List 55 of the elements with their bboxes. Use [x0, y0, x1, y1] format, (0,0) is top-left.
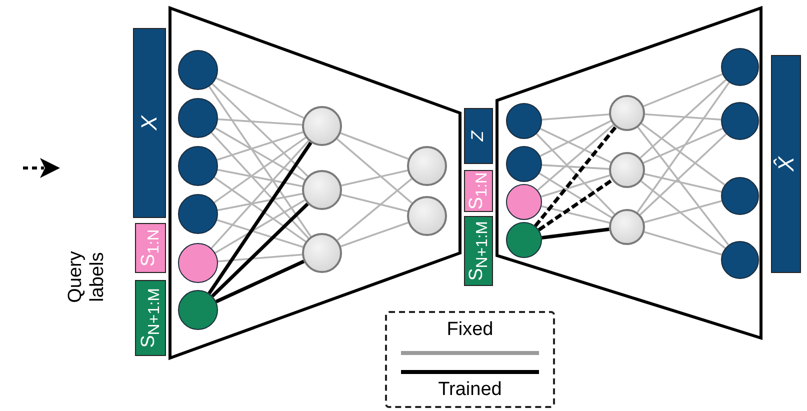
connection-line [217, 168, 303, 188]
connection-line [542, 114, 610, 120]
connection-line [540, 128, 612, 164]
connection-line [537, 124, 614, 191]
connection-line [644, 173, 722, 193]
connection-line [340, 222, 408, 248]
label-bar: X̂ [771, 55, 801, 273]
connection-line [214, 176, 306, 242]
connection-line [208, 142, 312, 294]
connection-line [637, 126, 730, 246]
legend-label: Trained [437, 379, 503, 401]
connection-line [542, 228, 610, 240]
connection-line [636, 82, 730, 213]
label-bar: X [133, 28, 166, 218]
rotated-label: Query labels [65, 250, 109, 305]
connection-line [644, 113, 722, 121]
connection-line [216, 77, 304, 119]
connection-line [542, 164, 610, 170]
connection-line [541, 205, 610, 224]
connection-line [212, 83, 308, 177]
connection-line [336, 138, 412, 204]
connection-line [536, 133, 616, 215]
connection-line [214, 199, 306, 254]
connection-line [340, 132, 409, 160]
connection-line [644, 231, 722, 256]
connection-line [643, 73, 723, 108]
connection-line [214, 136, 306, 204]
legend-label: Fixed [446, 319, 494, 341]
connection-line [540, 120, 612, 157]
connection-line [644, 200, 722, 224]
network-trapezoid [497, 8, 761, 338]
connection-line [210, 132, 310, 239]
connection-line [540, 174, 610, 198]
label-bar: Z [464, 108, 493, 164]
connection-line [643, 128, 723, 164]
connection-line [216, 131, 304, 161]
connection-line [214, 127, 306, 181]
connection-line [215, 260, 305, 304]
connection-line [336, 178, 412, 241]
connection-line [341, 170, 408, 186]
connection-line [208, 86, 312, 237]
connection-line [341, 194, 408, 212]
connection-line [534, 126, 618, 228]
connection-line [538, 172, 612, 218]
connection-line [538, 178, 614, 232]
connection-line [640, 79, 727, 159]
connection-line [218, 118, 302, 126]
connection-line [211, 202, 309, 298]
connection-line [216, 219, 304, 248]
connection-line [640, 133, 727, 216]
connection-line [217, 192, 303, 212]
connection-line [640, 122, 726, 186]
connection-line [210, 140, 310, 249]
connection-line [640, 180, 726, 249]
connection-line [218, 254, 302, 262]
